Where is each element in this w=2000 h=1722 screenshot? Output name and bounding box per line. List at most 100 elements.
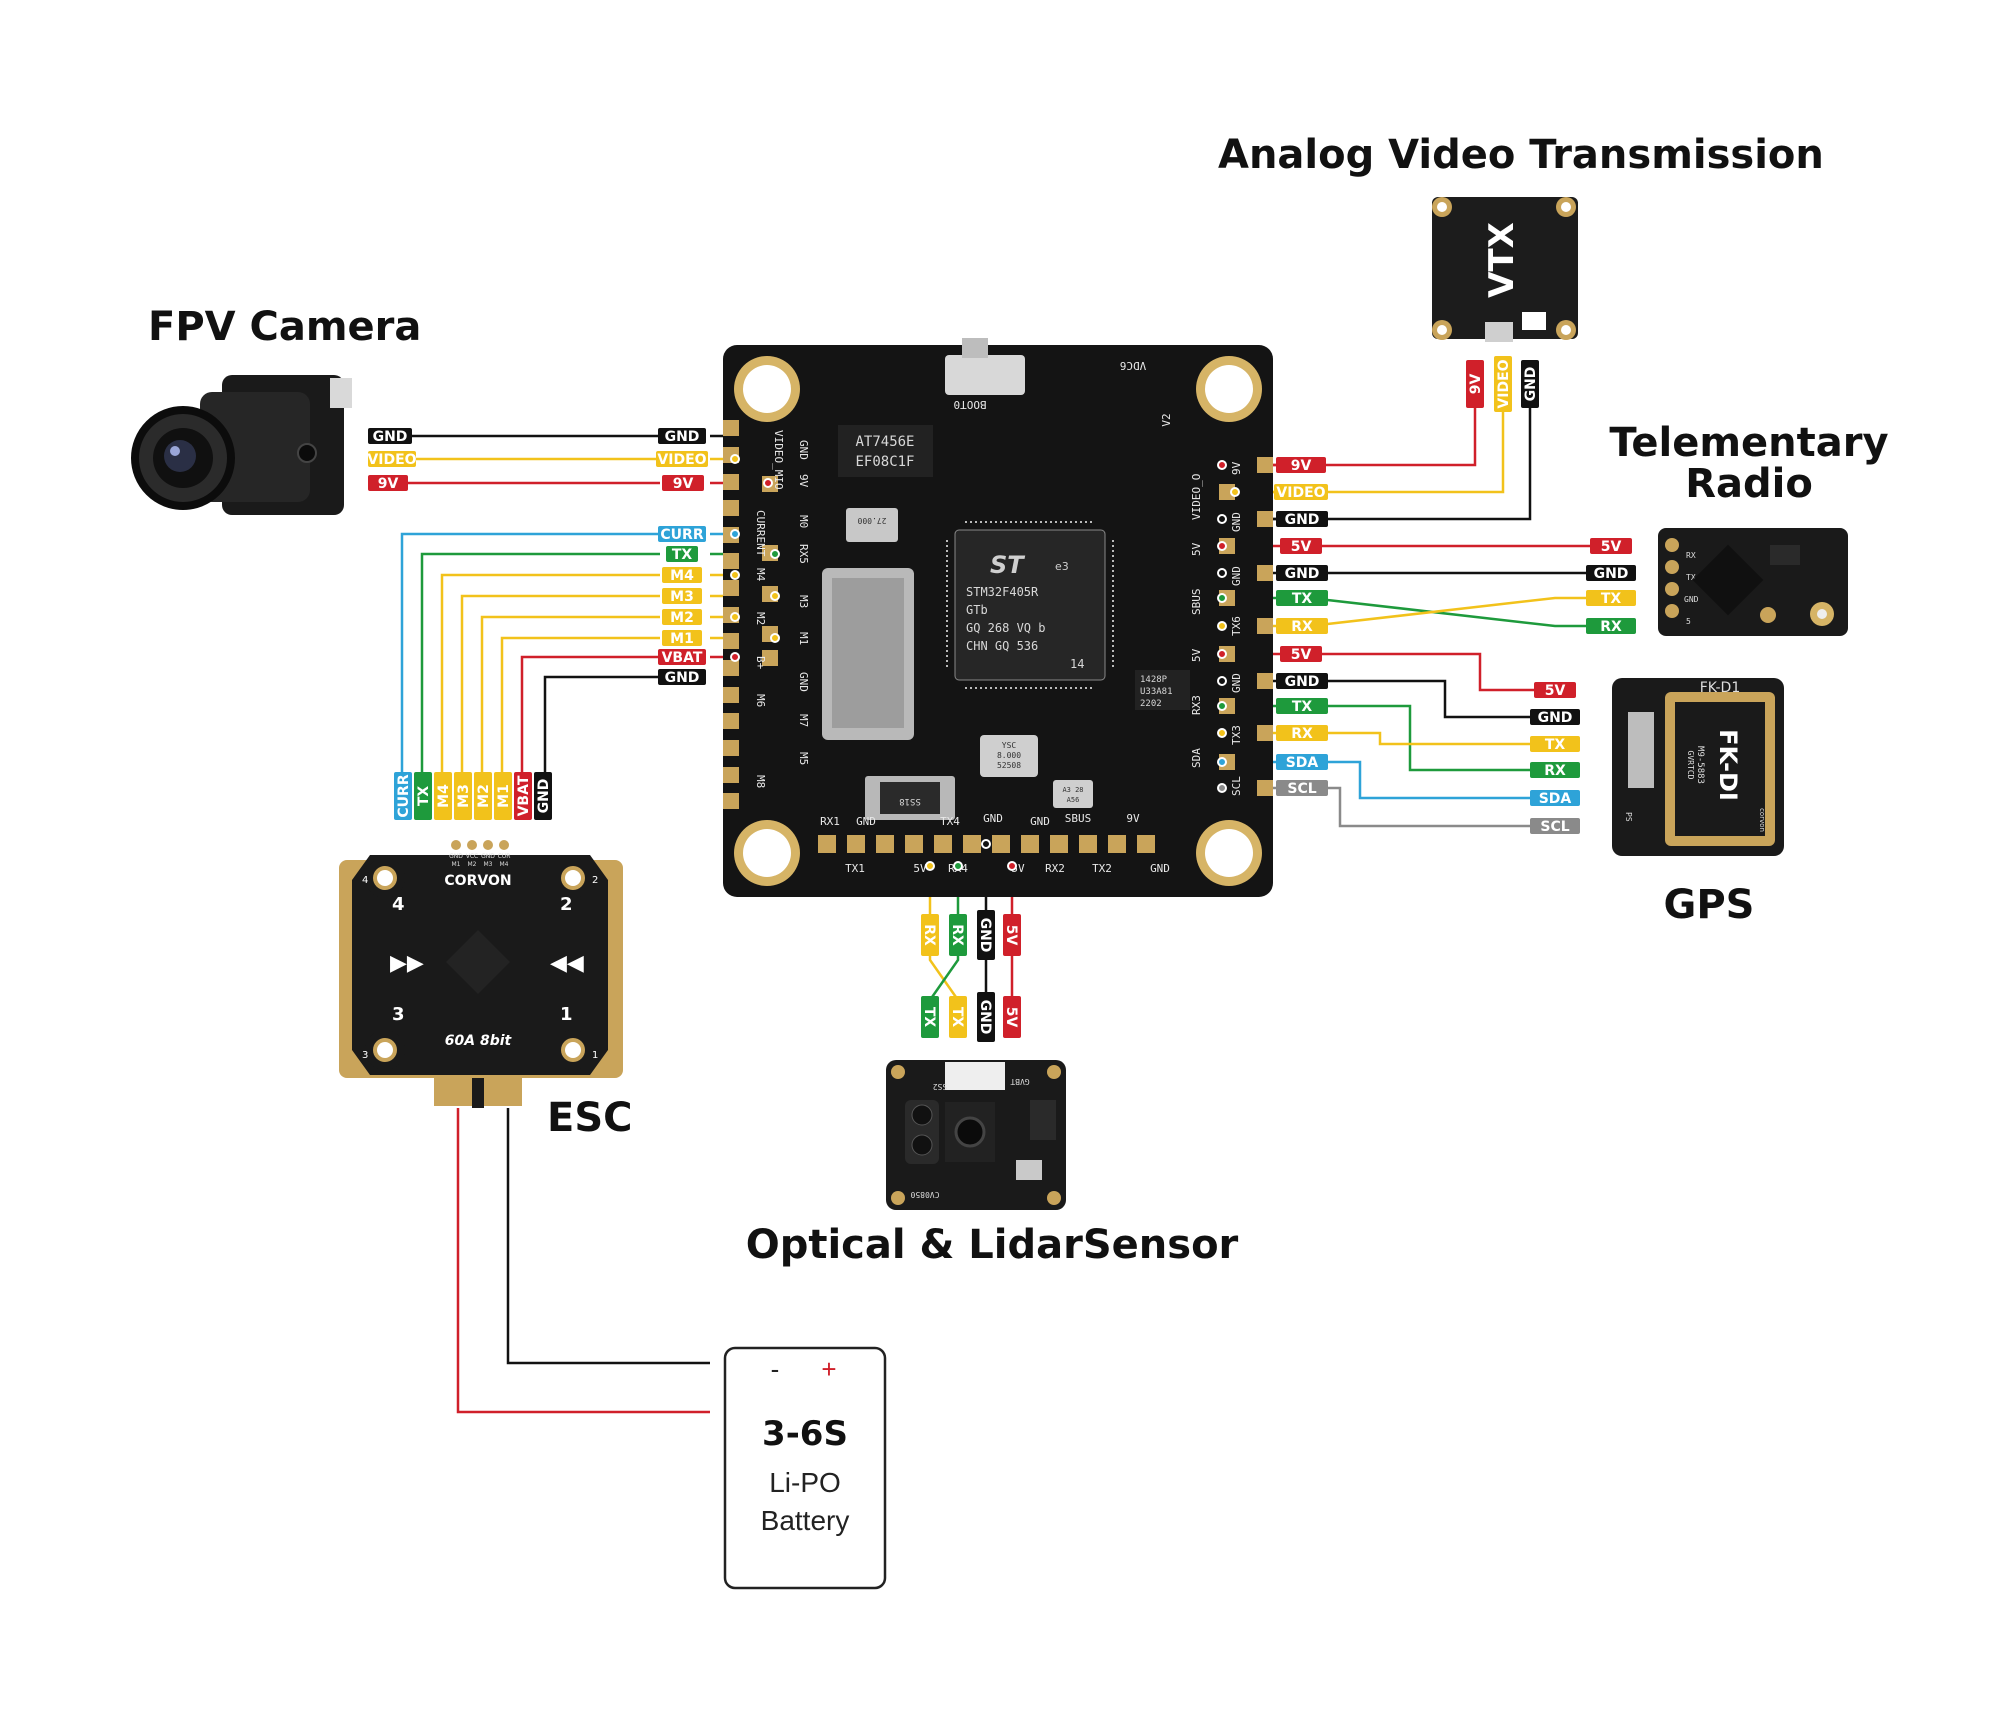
fc-silk-left-7: M3 [797,595,810,608]
mcu-line2: GTb [966,603,988,617]
optical-pin-labels-sensor: TX TX GND 5V [921,992,1021,1042]
fc-silk-left-8: M2 [754,612,767,625]
esc-num-2: 2 [560,894,573,915]
optical-sensor-tx-label-1: TX [921,1007,937,1028]
mcu-line5: 14 [1070,657,1084,671]
esc-side-m3-label: M3 [456,784,472,808]
fc-silk-left-12: M6 [754,694,767,707]
mcu-line4: CHN GQ 536 [966,639,1038,653]
gps-scl-label: SCL [1540,819,1569,835]
wires [400,408,1590,1414]
esc-header2-2: M3 [484,861,493,868]
fc-right-tx-label-2: TX [1292,699,1313,715]
fpv-camera [131,375,352,515]
esc-play-right-icon: ◀◀ [550,950,584,975]
fc-silk-left-10: B+ [754,656,767,670]
fc-silk-bottom-5: TX2 [1092,862,1112,875]
esc-side-m1-label: M1 [496,784,512,808]
battery-label: Battery [761,1505,850,1536]
fc-silk-bottomtop-5: SBUS [1065,812,1092,825]
optical-board-rx-label-1: RX [921,924,937,946]
fc-right-5v-label-1: 5V [1291,539,1312,555]
fc-silk-left-3: M0 [797,515,810,528]
fc-right-gnd-label-2: GND [1285,566,1320,582]
small-ic-line2: U33A81 [1140,687,1173,697]
esc-header2-3: M4 [500,861,509,868]
fc-silk-bottom-6: GND [1150,862,1170,875]
esc-header-1: VCC [466,853,478,860]
gps-module-name: FK-DI [1714,729,1742,801]
camera-right-gnd-label: GND [665,429,700,445]
esc-board-m2-label: M2 [670,610,694,626]
fc-boot-label: BOOT0 [953,398,986,411]
vtx-pin-labels: 9V VIDEO GND [1466,356,1539,412]
osc-line1: 27.000 [857,516,886,525]
optical-silk-2: GVBT [1010,1077,1029,1086]
esc-num-4: 4 [392,894,405,915]
fc-silk-right-1: VIDEO_O [1190,474,1203,520]
mcu-line1: STM32F405R [966,585,1039,599]
fc-silk-left-6: M4 [754,568,767,582]
fc-right-gnd-label-1: GND [1285,512,1320,528]
optical-sensor-tx-label-2: TX [949,1007,965,1028]
fc-silk-bottomtop-1: GND [856,815,876,828]
radio-silk-1: TX [1686,573,1696,582]
fc-silk-bottom-0: TX1 [845,862,865,875]
esc-circle-4: 4 [362,875,368,886]
esc-circle-3: 3 [362,1050,368,1061]
fpv-camera-title: FPV Camera [148,304,421,350]
fc-right-tx-label-1: TX [1292,591,1313,607]
fc-version-label: V2 [1160,413,1173,426]
esc-circle-1: 1 [592,1050,598,1061]
fc-right-rx-label-2: RX [1291,726,1313,742]
fc-silk-bottom-1: 5V [913,862,927,875]
esc-board: GND VCC GND CUR M1 M2 M3 M4 CORVON ▶▶ ◀◀… [339,840,623,1108]
esc-board-m1-label: M1 [670,631,694,647]
optical-title: Optical & LidarSensor [746,1222,1239,1268]
fc-right-gnd-label-3: GND [1285,674,1320,690]
battery-chem: Li-PO [769,1467,841,1498]
camera-pin-labels-left: GND VIDEO 9V [367,428,417,492]
fc-silk-left-1: VIDEO_MIO [772,430,785,490]
vtx-title: Analog Video Transmission [1218,132,1824,178]
small-ic-line3: 2202 [1140,699,1162,709]
fc-silk-right-10: TX3 [1230,725,1243,745]
esc-circle-2: 2 [592,875,598,886]
osd-chip-line1: AT7456E [855,434,914,450]
fc-silk-left-11: GND [797,672,810,692]
gps-module-ps: PS [1624,812,1633,822]
fc-silk-left-15: M8 [754,775,767,788]
battery-plus: + [821,1354,836,1384]
osd-chip-line2: EF08C1F [855,454,914,470]
fc-silk-right-11: SDA [1190,748,1203,768]
esc-side-vbat-label: VBAT [516,775,532,816]
vtx-gnd-label: GND [1523,367,1539,402]
camera-left-video-label: VIDEO [367,452,416,468]
sensor-line2: A56 [1067,796,1080,804]
vtx-label: VTX [1482,222,1522,298]
vtx-video-label: VIDEO [1496,359,1512,408]
radio-gnd-label: GND [1594,566,1629,582]
fc-silk-right-9: RX3 [1190,695,1203,715]
gps-sda-label: SDA [1539,791,1572,807]
gps-gnd-label: GND [1538,710,1573,726]
telemetry-title: Telementary [1609,420,1888,466]
small-ic-line1: 1428P [1140,675,1168,685]
fc-right-rx-label-1: RX [1291,619,1313,635]
esc-brand: CORVON [444,873,511,889]
gps-module-title: FK-D1 [1700,680,1741,696]
optical-board-gnd-label: GND [977,918,993,953]
gps-rx-label: RX [1544,763,1566,779]
camera-left-9v-label: 9V [378,476,399,492]
fc-silk-left-5: RX5 [797,544,810,564]
fc-silk-right-0: 9V [1230,461,1243,475]
fc-silk-left-4: CURRENT [754,510,767,557]
esc-header2-1: M2 [468,861,477,868]
gps-module-brand: corvon [1758,808,1766,832]
fc-right-pin-labels: 9V VIDEO GND 5V GND TX RX 5V GND TX RX S… [1274,457,1328,797]
gps-5v-label: 5V [1545,683,1566,699]
esc-board-vbat-label: VBAT [662,650,703,666]
camera-right-9v-label: 9V [673,476,694,492]
esc-side-tx-label: TX [416,786,432,807]
esc-header2-0: M1 [452,861,461,868]
